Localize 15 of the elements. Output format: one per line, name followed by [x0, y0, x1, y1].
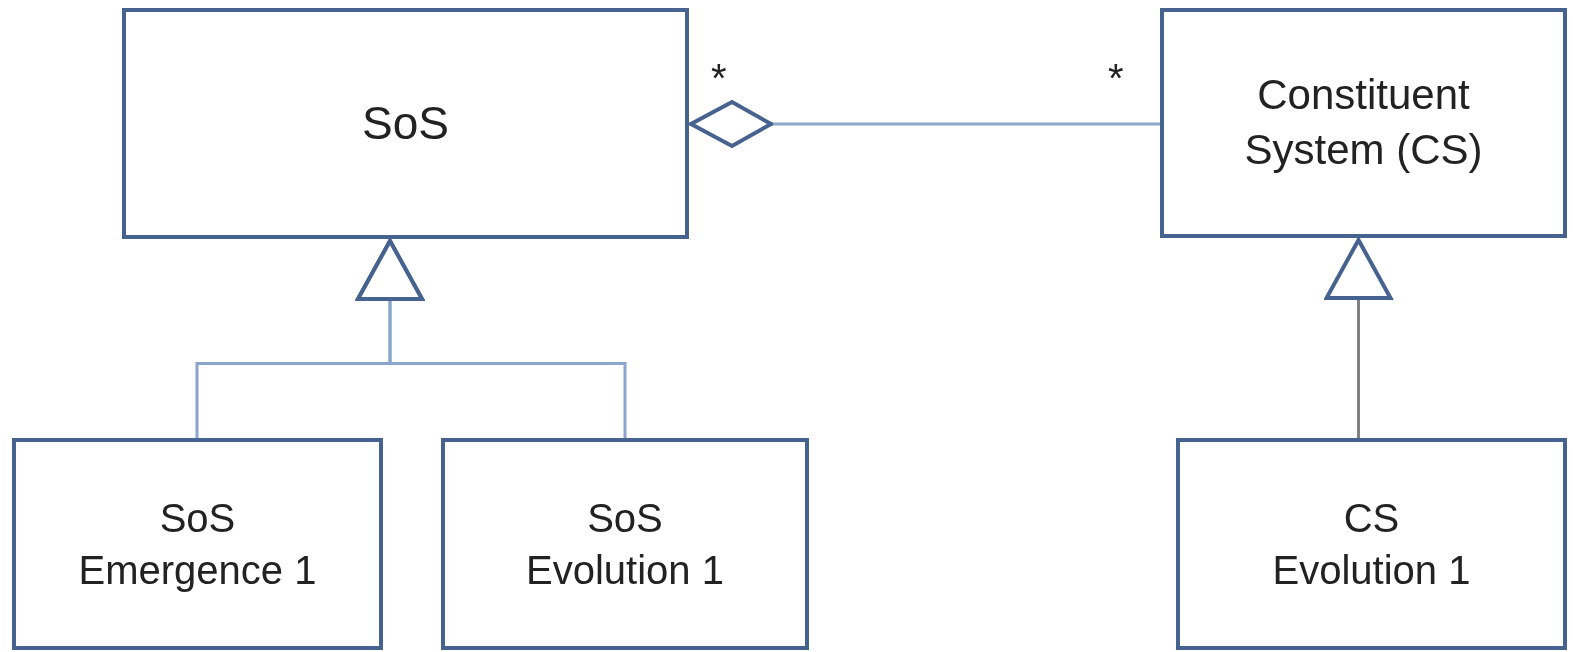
class-name: SoS Evolution 1 — [525, 495, 725, 594]
class-box — [1160, 8, 1567, 238]
generalization-arrow — [356, 239, 627, 438]
class-name: Constituent System (CS) — [1243, 70, 1484, 175]
class-name: SoS Emergence 1 — [77, 495, 318, 594]
multiplicity-label: * — [1108, 56, 1124, 101]
class-name: SoS — [362, 95, 449, 151]
class-name: CS Evolution 1 — [1271, 495, 1472, 594]
class-box — [441, 438, 809, 650]
multiplicity-label: * — [711, 56, 727, 101]
class-box — [1176, 438, 1567, 650]
class-box — [122, 8, 689, 239]
aggregation-line — [689, 100, 1160, 148]
class-box — [12, 438, 383, 650]
generalization-arrow — [1324, 238, 1393, 438]
